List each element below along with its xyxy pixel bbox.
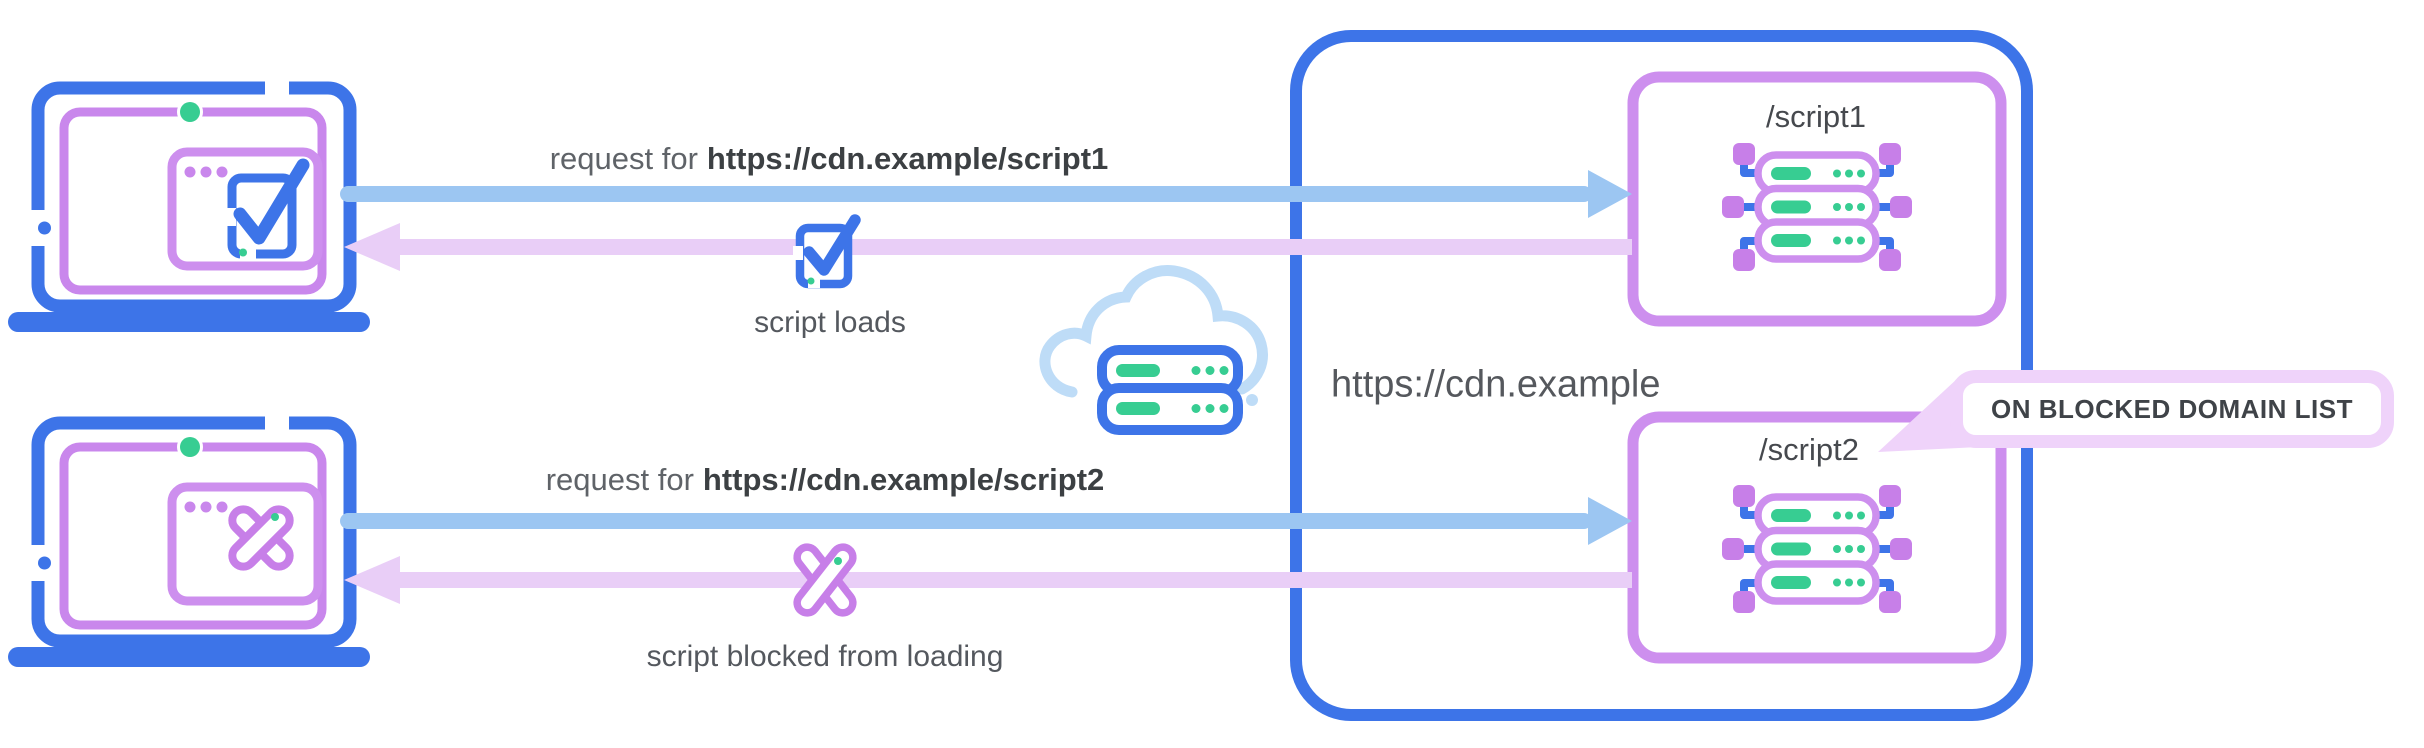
request-prefix: request for (549, 141, 698, 176)
request-url: https://cdn.example/script1 (706, 141, 1109, 176)
cdn-host-label: https://cdn.example (1331, 363, 1661, 406)
checkbox-icon (793, 214, 861, 289)
result-label-script2: script blocked from loading (646, 640, 1004, 673)
response-arrow-script1 (344, 223, 1632, 271)
server-rack-icon (1722, 485, 1912, 613)
cross-icon (793, 543, 857, 617)
checkbox-icon (224, 158, 310, 260)
laptop-check-icon (8, 78, 370, 332)
cloud-server-icon (1039, 265, 1268, 435)
request-arrow-script1 (340, 170, 1632, 218)
callout-text: ON BLOCKED DOMAIN LIST (1991, 393, 2353, 424)
blocked-domain-callout: ON BLOCKED DOMAIN LIST (1950, 370, 2394, 448)
request-prefix: request for (545, 462, 694, 497)
endpoint-script2-label: /script2 (1759, 432, 1859, 467)
cross-icon (228, 505, 294, 571)
endpoint-script1-label: /script1 (1766, 99, 1866, 134)
server-rack-icon (1722, 143, 1912, 271)
response-arrow-script2 (344, 556, 1632, 604)
request-url: https://cdn.example/script2 (702, 462, 1105, 497)
request-arrow-script2 (340, 497, 1632, 545)
result-label-script1: script loads (754, 306, 906, 339)
laptop-cross-icon (8, 413, 370, 667)
